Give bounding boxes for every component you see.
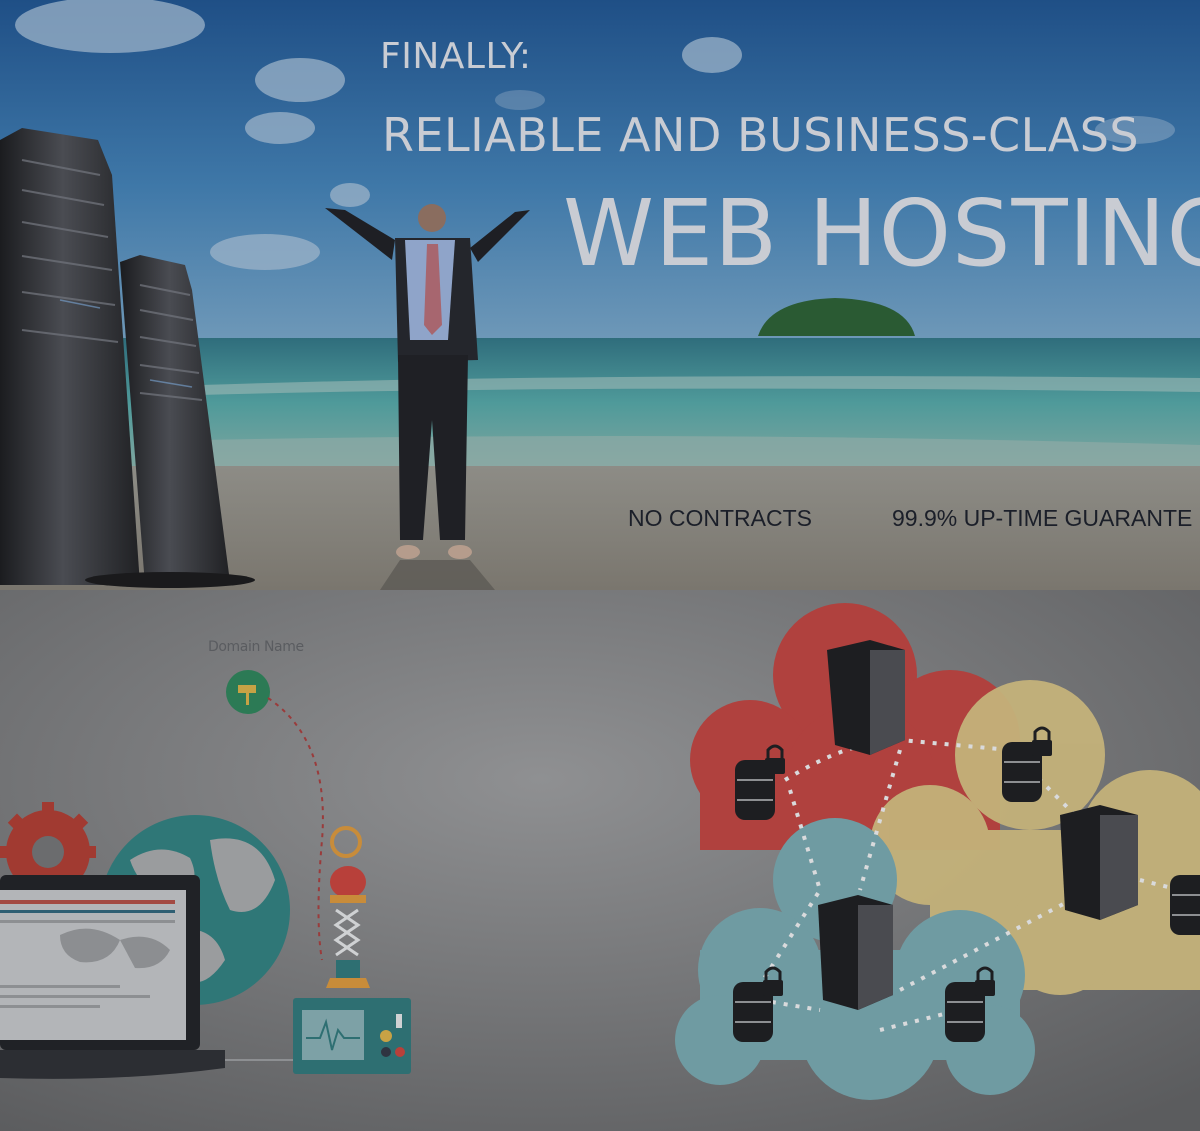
gear-icon bbox=[0, 802, 96, 902]
businessman-figure bbox=[325, 204, 530, 590]
headline-reliable: RELIABLE AND BUSINESS-CLASS bbox=[382, 108, 1140, 162]
headline-finally: FINALLY: bbox=[380, 36, 532, 77]
hero-banner: FINALLY: RELIABLE AND BUSINESS-CLASS WEB… bbox=[0, 0, 1200, 590]
hosting-illustration: Domain Name bbox=[0, 590, 1200, 1131]
feature-no-contracts: NO CONTRACTS bbox=[628, 505, 812, 531]
domain-name-label: Domain Name bbox=[208, 639, 304, 655]
island bbox=[758, 298, 915, 336]
server-icon bbox=[858, 650, 1138, 1010]
illustration-canvas bbox=[0, 590, 1200, 1131]
laptop-icon bbox=[0, 875, 300, 1079]
sky-clouds bbox=[15, 0, 1175, 270]
server-tower-icon bbox=[0, 128, 255, 588]
cloud-network bbox=[675, 603, 1200, 1100]
hero-background bbox=[0, 0, 1200, 590]
headline-web-hosting: WEB HOSTING bbox=[563, 180, 1200, 287]
signpost-icon bbox=[226, 670, 270, 714]
monitoring-device-icon bbox=[293, 826, 411, 1074]
database-lock-icon bbox=[733, 726, 1200, 1042]
feature-uptime: 99.9% UP-TIME GUARANTE bbox=[892, 505, 1193, 531]
